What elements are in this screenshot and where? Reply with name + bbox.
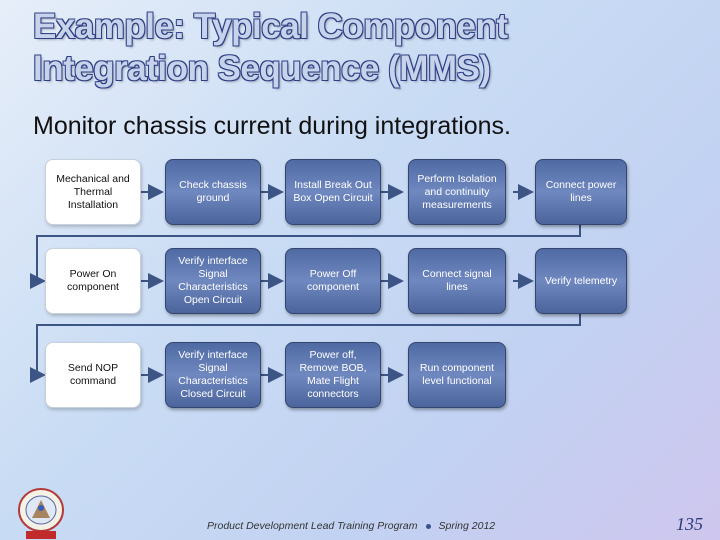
- step-verify-signal-closed-circuit: Verify interface Signal Characteristics …: [165, 342, 261, 408]
- slide-title-line1: Example: Typical Component: [33, 7, 508, 46]
- program-logo-icon: [18, 488, 64, 539]
- step-connect-power-lines: Connect power lines: [535, 159, 627, 225]
- step-connect-signal-lines: Connect signal lines: [408, 248, 506, 314]
- step-mate-flight-connectors: Power off, Remove BOB, Mate Flight conne…: [285, 342, 381, 408]
- step-power-off-component: Power Off component: [285, 248, 381, 314]
- page-number: 135: [676, 514, 703, 534]
- bullet-icon: [425, 523, 431, 529]
- step-send-nop-command: Send NOP command: [45, 342, 141, 408]
- step-verify-signal-open-circuit: Verify interface Signal Characteristics …: [165, 248, 261, 314]
- footer-date: Spring 2012: [438, 520, 496, 532]
- wrap-connector-1: [30, 225, 581, 289]
- step-perform-isolation-measurements: Perform Isolation and continuity measure…: [408, 159, 506, 225]
- step-mechanical-thermal-installation: Mechanical and Thermal Installation: [45, 159, 141, 225]
- slide-title: Example: Typical Component Integration S…: [33, 6, 673, 90]
- slide-subtitle: Monitor chassis current during integrati…: [33, 112, 512, 140]
- step-run-functional-test: Run component level functional: [408, 342, 506, 408]
- wrap-connector-2: [30, 314, 581, 383]
- step-power-on-component: Power On component: [45, 248, 141, 314]
- footer-program: Product Development Lead Training Progra…: [207, 520, 418, 532]
- step-check-chassis-ground: Check chassis ground: [165, 159, 261, 225]
- footer: Product Development Lead Training Progra…: [207, 520, 495, 532]
- slide-title-line2: Integration Sequence (MMS): [33, 49, 491, 88]
- step-install-break-out-box: Install Break Out Box Open Circuit: [285, 159, 381, 225]
- step-verify-telemetry: Verify telemetry: [535, 248, 627, 314]
